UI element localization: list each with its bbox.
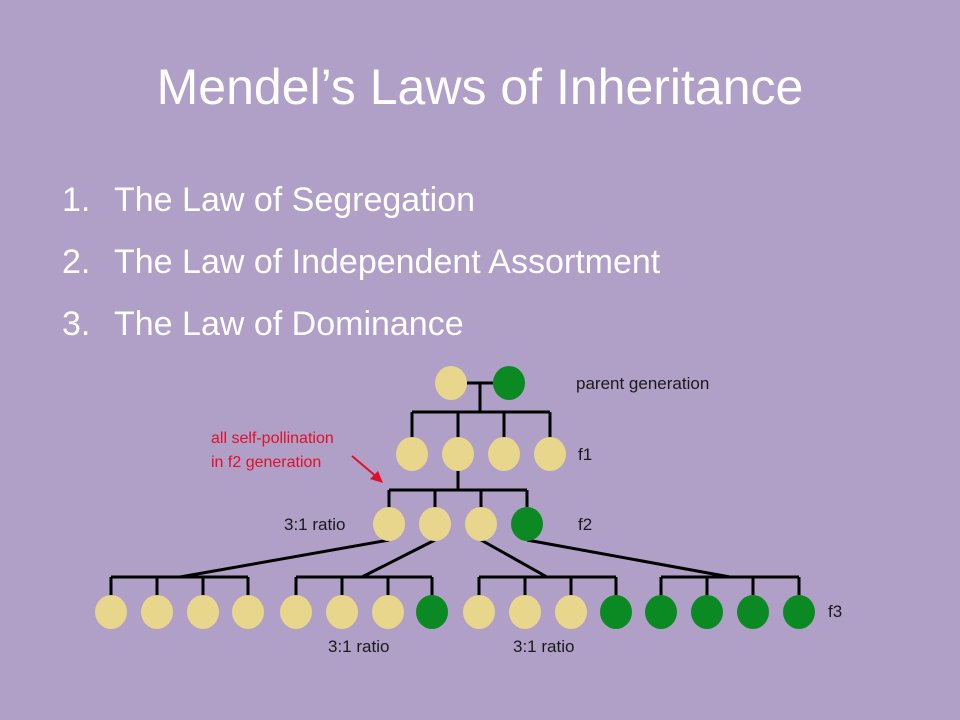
- laws-list: 1. The Law of Segregation 2. The Law of …: [62, 176, 660, 362]
- parent-generation-label: parent generation: [576, 374, 709, 393]
- pedigree-nodes: [95, 366, 815, 629]
- self-pollination-arrow: [351, 455, 383, 483]
- f3-yellow-node: [280, 595, 312, 629]
- law-number: 1.: [62, 181, 91, 219]
- slide-title: Mendel’s Laws of Inheritance: [156, 59, 804, 115]
- f3-green-node: [691, 595, 723, 629]
- f3-yellow-node: [555, 595, 587, 629]
- law-item: 3. The Law of Dominance: [62, 300, 660, 362]
- f1-label: f1: [578, 445, 592, 464]
- f1-yellow-node: [396, 437, 428, 471]
- arrow-shaft: [351, 455, 379, 479]
- f3-green-node: [783, 595, 815, 629]
- law-text: The Law of Dominance: [114, 305, 464, 343]
- f2-yellow-node: [373, 507, 405, 541]
- f3-yellow-node: [463, 595, 495, 629]
- parent-yellow-node: [435, 366, 467, 400]
- f3-yellow-node: [141, 595, 173, 629]
- law-item: 2. The Law of Independent Assortment: [62, 238, 660, 300]
- f1-yellow-node: [534, 437, 566, 471]
- f2-green-node: [511, 507, 543, 541]
- f3-green-node: [600, 595, 632, 629]
- law-text: The Law of Segregation: [114, 181, 476, 219]
- f2-yellow-node: [419, 507, 451, 541]
- f2-to-f3-line: [361, 538, 436, 579]
- f3-ratio-label-a: 3:1 ratio: [328, 637, 389, 656]
- self-pollination-label-line2: in f2 generation: [211, 454, 321, 471]
- f2-to-f3-line: [526, 538, 731, 579]
- law-number: 2.: [62, 243, 91, 281]
- f3-yellow-node: [95, 595, 127, 629]
- law-item: 1. The Law of Segregation: [62, 176, 660, 238]
- f2-to-f3-line: [179, 538, 390, 579]
- law-number: 3.: [62, 305, 91, 343]
- f3-ratio-label-b: 3:1 ratio: [513, 637, 574, 656]
- f3-yellow-node: [187, 595, 219, 629]
- f3-yellow-node: [326, 595, 358, 629]
- f3-label: f3: [828, 602, 842, 621]
- f1-yellow-node: [488, 437, 520, 471]
- pedigree-lines: [109, 381, 801, 596]
- self-pollination-label-line1: all self-pollination: [211, 430, 334, 447]
- f3-yellow-node: [232, 595, 264, 629]
- f2-ratio-label: 3:1 ratio: [284, 515, 345, 534]
- f3-yellow-node: [509, 595, 541, 629]
- f2-yellow-node: [465, 507, 497, 541]
- law-text: The Law of Independent Assortment: [114, 243, 661, 281]
- f3-green-node: [737, 595, 769, 629]
- f3-green-node: [645, 595, 677, 629]
- f1-yellow-node: [442, 437, 474, 471]
- f2-label: f2: [578, 515, 592, 534]
- f2-to-f3-line: [480, 538, 548, 579]
- f3-yellow-node: [372, 595, 404, 629]
- f3-green-node: [416, 595, 448, 629]
- parent-green-node: [493, 366, 525, 400]
- arrow-head: [370, 471, 383, 483]
